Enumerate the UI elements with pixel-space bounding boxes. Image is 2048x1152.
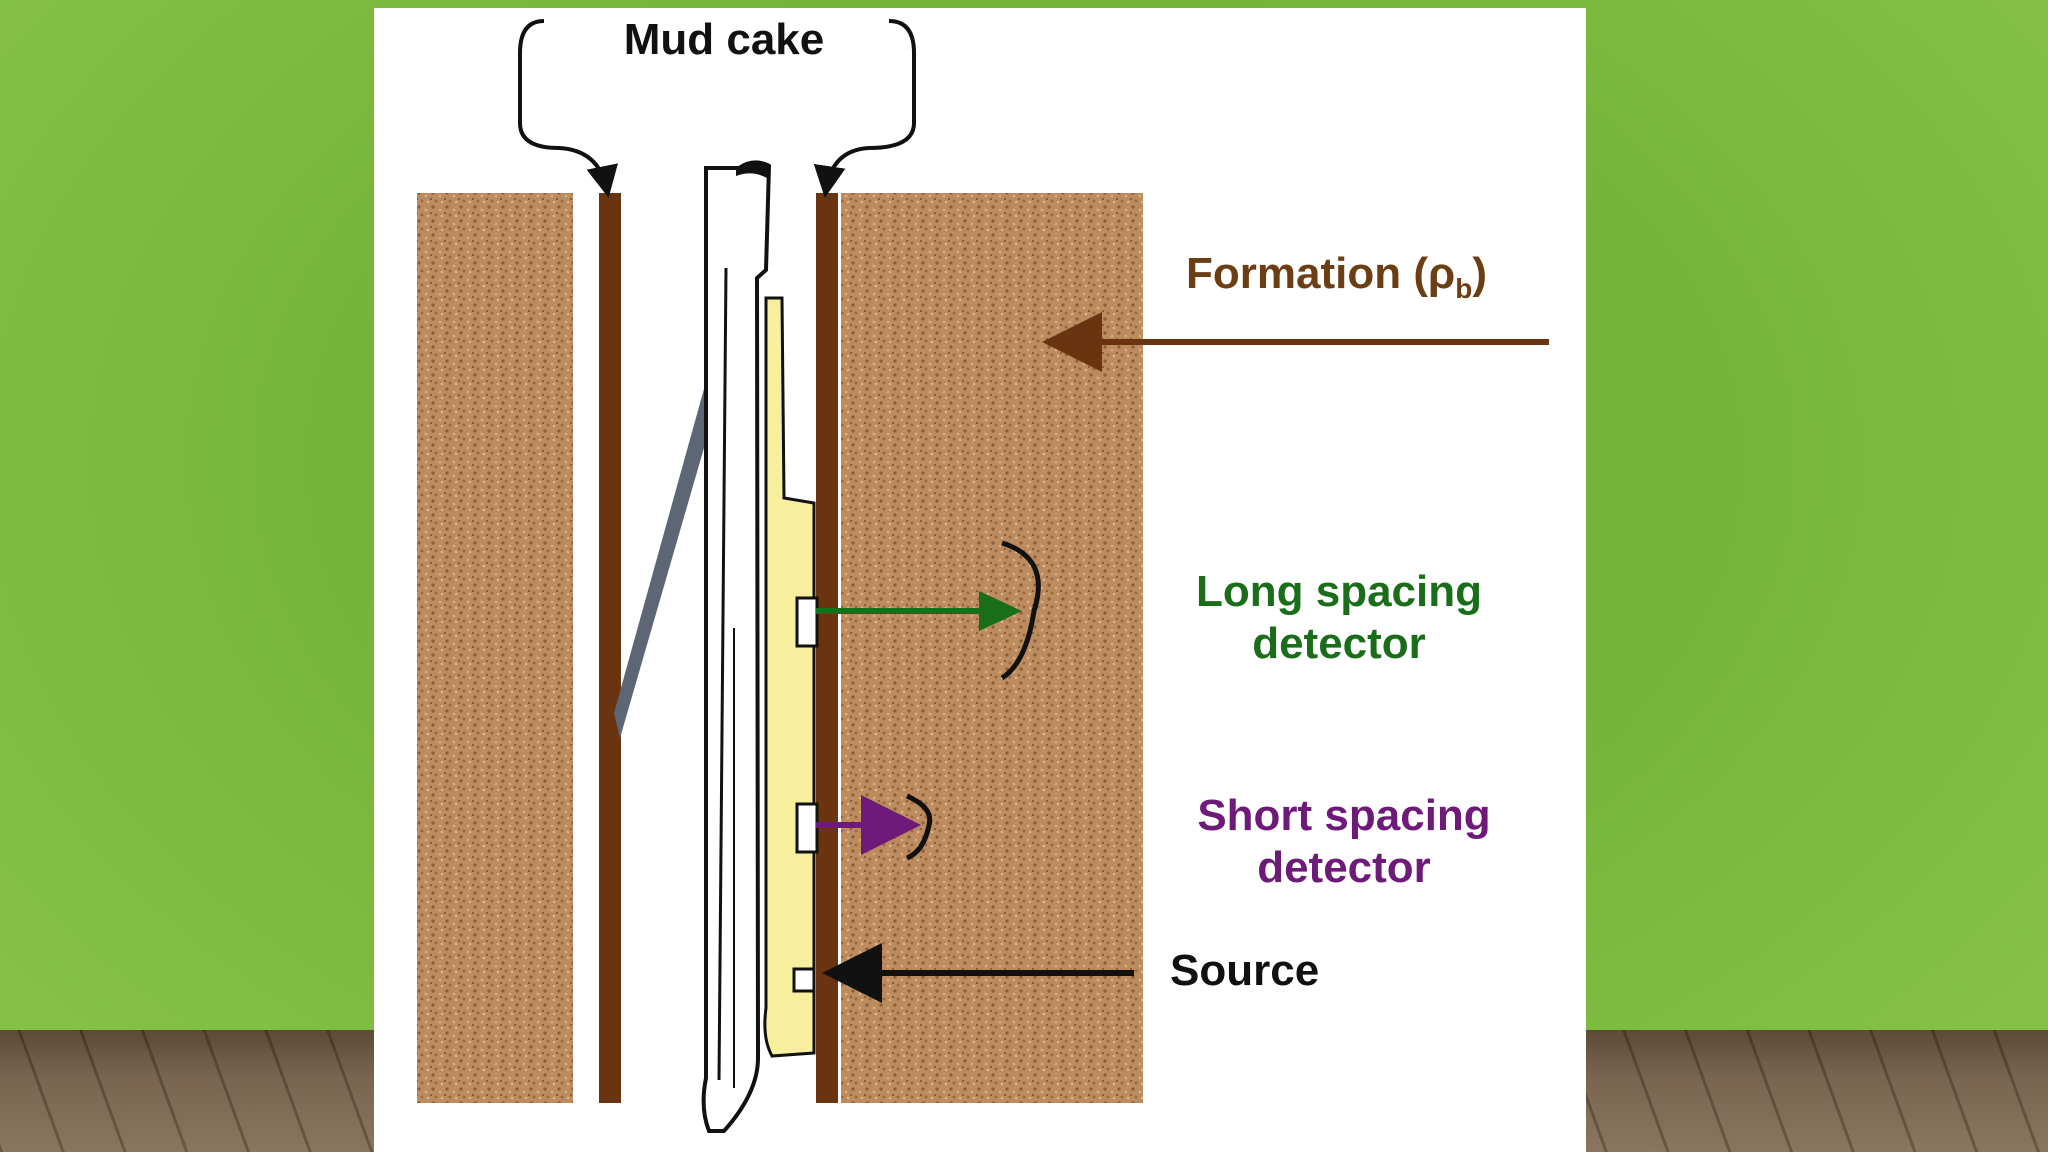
source-window [792,967,816,993]
mud-cake-label: Mud cake [623,15,825,64]
density-tool-diagram [417,19,1549,1133]
tool-pad [763,296,816,1058]
long-spacing-bracket [1000,540,1041,681]
formation-label-text: Formation (ρ [1186,249,1456,298]
formation-right [841,193,1143,1103]
long-spacing-detector-label: Long spacing detector [1174,566,1504,670]
slide-panel: Mud cake Formation (ρb) Long spacing det… [374,8,1586,1152]
long-spacing-arrowhead [979,591,1022,631]
mud-cake-brace-left [518,19,618,198]
short-spacing-bracket [905,793,933,861]
formation-label-close: ) [1472,249,1487,298]
short-spacing-label-line1: Short spacing [1197,791,1491,840]
short-spacing-detector-label: Short spacing detector [1174,790,1514,894]
formation-label: Formation (ρb) [1186,248,1487,315]
mud-cake-brace-right [813,19,916,198]
formation-label-subscript: b [1455,272,1473,304]
tool-inner-line [717,267,728,1081]
logging-tool-body [701,160,772,1133]
backup-arm [614,378,717,738]
long-spacing-label-line2: detector [1252,619,1426,668]
tool-top-cap [736,161,770,178]
source-label: Source [1170,946,1320,995]
long-spacing-window [795,596,819,648]
formation-left [417,193,573,1103]
mud-cake-left [599,193,621,1103]
mud-cake-right [816,193,838,1103]
short-spacing-window [795,802,819,854]
long-spacing-label-line1: Long spacing [1196,567,1482,616]
short-spacing-label-line2: detector [1257,843,1431,892]
